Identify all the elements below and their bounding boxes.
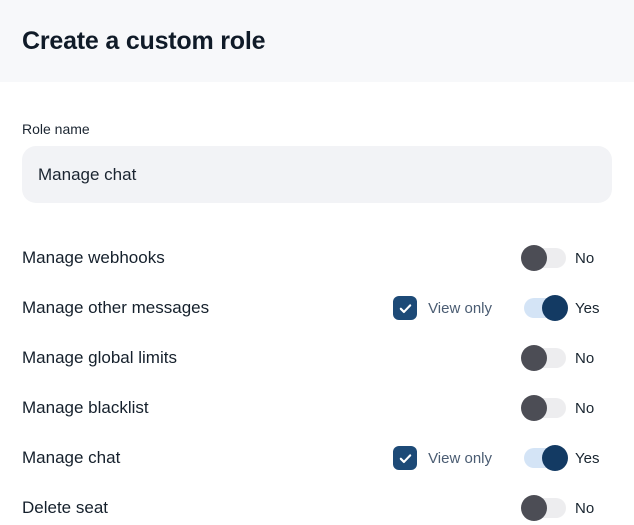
toggle-state-label: Yes	[575, 449, 600, 467]
view-only-checkbox[interactable]	[393, 296, 418, 320]
permission-label: Manage chat	[22, 448, 121, 467]
permission-toggle[interactable]	[521, 345, 568, 371]
permission-row: Manage chat View only Yes	[22, 433, 612, 483]
permission-label: Manage webhooks	[22, 248, 165, 267]
toggle-knob-icon	[542, 445, 568, 471]
permissions-list: Manage webhooks No Manage other messages…	[22, 233, 612, 525]
view-only-checkbox[interactable]	[393, 446, 418, 470]
permission-row: Manage other messages View only Yes	[22, 283, 612, 333]
view-only-label: View only	[428, 449, 492, 467]
permission-toggle[interactable]	[521, 395, 568, 421]
permission-toggle[interactable]	[522, 445, 568, 471]
role-name-label: Role name	[22, 121, 90, 137]
role-name-input[interactable]	[22, 146, 612, 203]
toggle-group: Yes	[522, 445, 612, 471]
toggle-state-label: No	[575, 349, 595, 367]
toggle-group: Yes	[522, 295, 612, 321]
permission-label: Manage blacklist	[22, 398, 149, 417]
toggle-group: No	[521, 245, 612, 271]
toggle-knob-icon	[521, 245, 547, 271]
permission-row: Manage webhooks No	[22, 233, 612, 283]
toggle-knob-icon	[521, 395, 547, 421]
dialog-header: Create a custom role	[0, 0, 634, 82]
view-only-group: View only	[393, 446, 492, 470]
toggle-state-label: No	[575, 399, 595, 417]
toggle-knob-icon	[542, 295, 568, 321]
dialog-title: Create a custom role	[22, 26, 266, 55]
toggle-knob-icon	[521, 345, 547, 371]
toggle-state-label: No	[575, 499, 595, 517]
view-only-label: View only	[428, 299, 492, 317]
permission-toggle[interactable]	[521, 245, 568, 271]
permission-row: Delete seat No	[22, 483, 612, 525]
toggle-state-label: Yes	[575, 299, 600, 317]
role-name-field: Role name	[22, 121, 612, 203]
toggle-group: No	[521, 395, 612, 421]
toggle-state-label: No	[575, 249, 595, 267]
permission-row: Manage blacklist No	[22, 383, 612, 433]
toggle-knob-icon	[521, 495, 547, 521]
permission-toggle[interactable]	[521, 495, 568, 521]
toggle-group: No	[521, 345, 612, 371]
permission-row: Manage global limits No	[22, 333, 612, 383]
permission-toggle[interactable]	[522, 295, 568, 321]
toggle-group: No	[521, 495, 612, 521]
checkmark-icon	[399, 453, 411, 463]
permission-label: Delete seat	[22, 498, 108, 517]
checkmark-icon	[399, 303, 411, 313]
permission-label: Manage global limits	[22, 348, 177, 367]
dialog-body: Role name Manage webhooks No Manage othe…	[0, 121, 634, 525]
permission-label: Manage other messages	[22, 298, 210, 317]
view-only-group: View only	[393, 296, 492, 320]
